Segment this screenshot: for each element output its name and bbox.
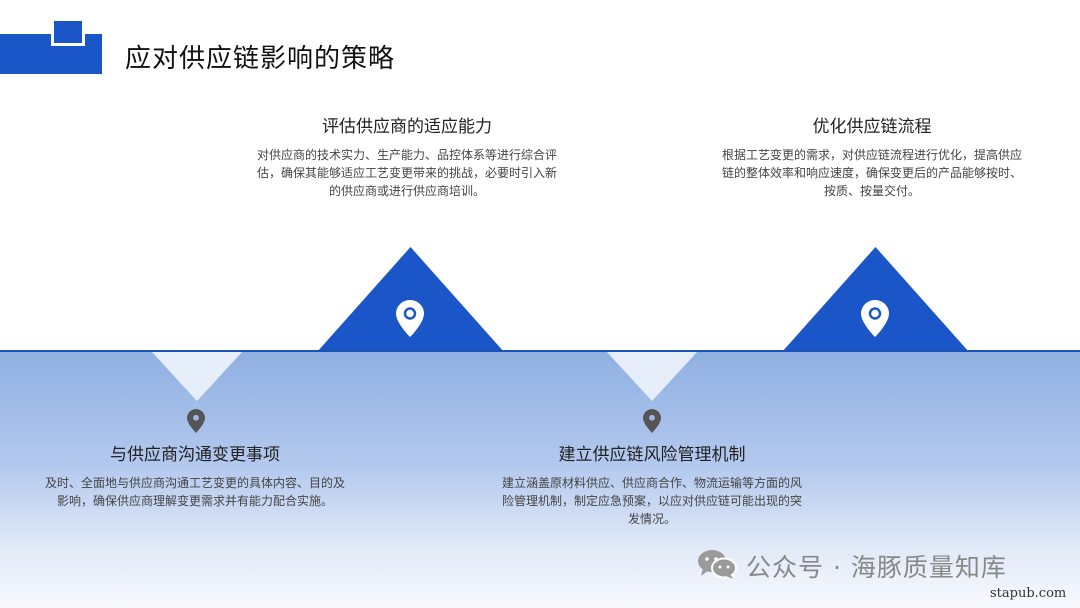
location-pin-icon — [187, 409, 205, 433]
desc-line: 根据工艺变更的需求，对供应链流程进行优化，提高供应 — [721, 148, 1022, 162]
baseline-divider — [0, 350, 1080, 352]
location-pin-icon — [861, 300, 889, 337]
upper-triangle-1 — [317, 247, 504, 352]
desc-line: 险管理机制，制定应急预案，以应对供应链可能出现的突 — [501, 494, 802, 508]
page-title: 应对供应链影响的策略 — [125, 44, 396, 74]
strategy-title-risk-management: 建立供应链风险管理机制 — [558, 445, 746, 465]
strategy-desc-optimize-flow: 根据工艺变更的需求，对供应链流程进行优化，提高供应 链的整体效率和响应速度，确保… — [693, 146, 1051, 200]
strategy-title-optimize-flow: 优化供应链流程 — [812, 117, 932, 137]
desc-line: 按质、按量交付。 — [823, 184, 920, 198]
upper-triangle-2 — [782, 247, 969, 352]
site-watermark: stapub.com — [990, 586, 1067, 601]
desc-line: 估，确保其能够适应工艺变更带来的挑战，必要时引入新 — [256, 166, 557, 180]
watermark-text: 公众号 · 海豚质量知库 — [746, 553, 1007, 582]
strategy-desc-supplier-assessment: 对供应商的技术实力、生产能力、品控体系等进行综合评 估，确保其能够适应工艺变更带… — [228, 146, 586, 200]
desc-line: 发情况。 — [627, 512, 676, 526]
desc-line: 对供应商的技术实力、生产能力、品控体系等进行综合评 — [256, 148, 557, 162]
strategy-desc-communicate: 及时、全面地与供应商沟通工艺变更的具体内容、目的及 影响，确保供应商理解变更需求… — [18, 474, 372, 510]
strategy-desc-risk-management: 建立涵盖原材料供应、供应商合作、物流运输等方面的风 险管理机制，制定应急预案，以… — [474, 474, 830, 528]
strategy-title-supplier-assessment: 评估供应商的适应能力 — [322, 117, 492, 137]
desc-line: 及时、全面地与供应商沟通工艺变更的具体内容、目的及 — [44, 476, 345, 490]
lower-background-band — [0, 351, 1080, 608]
location-pin-icon — [643, 409, 661, 433]
desc-line: 的供应商或进行供应商培训。 — [328, 184, 485, 198]
wechat-icon — [698, 550, 737, 579]
desc-line: 建立涵盖原材料供应、供应商合作、物流运输等方面的风 — [501, 476, 802, 490]
header-decoration — [0, 18, 104, 74]
location-pin-icon — [396, 300, 424, 337]
strategy-title-communicate: 与供应商沟通变更事项 — [110, 445, 280, 465]
header-deco-square — [51, 18, 85, 46]
lower-triangle-1 — [151, 351, 243, 401]
desc-line: 影响，确保供应商理解变更需求并有能力配合实施。 — [56, 494, 333, 508]
desc-line: 链的整体效率和响应速度，确保变更后的产品能够按时、 — [721, 166, 1022, 180]
lower-triangle-2 — [606, 351, 698, 401]
